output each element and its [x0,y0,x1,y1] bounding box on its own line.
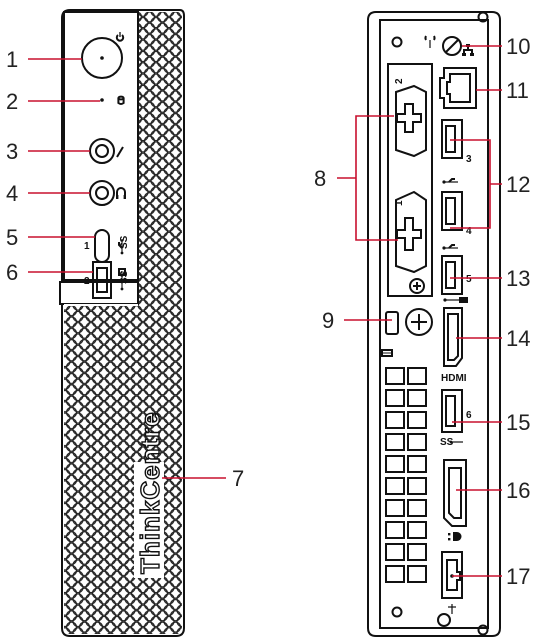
svg-text:SS: SS [119,270,130,284]
callout-12: 12 [506,172,530,197]
slot-lower-number: 1 [394,200,405,206]
rear-view: 2 1 [367,11,501,637]
usb-port-4[interactable] [441,191,463,231]
usb-port-5-number: 5 [466,274,472,285]
power-in-icon [448,604,456,614]
callout-11: 11 [506,78,529,103]
cross-icon-lower [396,217,422,251]
screw-top-right [477,11,489,23]
callout-4: 4 [6,181,18,206]
security-lock-slot[interactable] [385,311,399,335]
bracket-screw [409,278,425,294]
rear-vent-grid [385,367,427,583]
superspeed-usb-icon-rear: SS [440,437,463,448]
callout-5: 5 [6,225,18,250]
front-view: 1 SS 2 SS ThinkCentre [59,9,185,637]
callout-1: 1 [6,47,18,72]
screw-bottom-center [437,613,451,627]
headset-icon [116,187,126,199]
brand-logo: ThinkCentre [134,411,166,578]
callout-13: 13 [506,266,530,291]
usb-icon-3 [442,178,458,184]
screw-hole-bottom [391,606,403,618]
svg-text:SS: SS [119,235,130,249]
charging-usb-icon: SS [118,268,130,291]
usb-port-3[interactable] [441,119,463,159]
callout-10: 10 [506,34,530,59]
callout-15: 15 [506,410,530,435]
lock-icon [381,349,393,357]
power-button[interactable] [81,37,123,79]
rear-chassis [367,11,501,637]
callout-17: 17 [506,564,530,589]
slot-upper-number: 2 [394,78,405,84]
display-slot-lower[interactable] [395,190,427,274]
power-connector[interactable] [441,551,463,599]
screw-hole-top [391,36,403,48]
callout-6: 6 [6,260,18,285]
usb-port-6[interactable] [441,389,463,433]
callout-8: 8 [314,166,326,191]
callout-16: 16 [506,478,530,503]
usb-a-port-front[interactable] [92,261,112,299]
displayport-icon [448,532,462,541]
drive-icon [117,95,125,105]
usb-c-port-number: 1 [84,241,90,252]
drive-activity-led [100,98,104,102]
display-slot-upper[interactable] [395,84,427,158]
screw-bottom-right [477,624,489,636]
callout-7: 7 [232,466,244,491]
usb-icon-4 [442,244,458,250]
svg-text:SS: SS [440,437,454,448]
usb-a-port-number: 2 [84,276,90,287]
smart-power-usb-icon [443,297,468,303]
wifi-antenna-connector[interactable] [442,36,462,56]
thumbscrew [405,308,433,336]
hdmi-label: HDMI [441,373,467,384]
wireless-antenna-icon [424,35,436,48]
expansion-bracket [387,63,433,297]
callout-3: 3 [6,139,18,164]
svg-text:ThinkCentre: ThinkCentre [135,411,165,574]
front-chassis [61,9,185,637]
callout-14: 14 [506,326,530,351]
usb-port-6-number: 6 [466,410,472,421]
callout-9: 9 [322,308,334,333]
callout-2: 2 [6,89,18,114]
usb-port-4-number: 4 [466,226,472,237]
hdmi-port[interactable] [443,307,463,367]
ethernet-port[interactable] [439,67,477,109]
displayport-connector[interactable] [443,459,467,527]
cross-icon-upper [396,103,422,133]
superspeed-usb-icon: SS [118,235,130,255]
microphone-icon [116,146,124,158]
usb-port-3-number: 3 [466,154,472,165]
callout-numbers: 1 2 3 4 5 6 7 8 9 10 11 12 13 14 15 16 1… [6,34,530,589]
usb-port-5[interactable] [441,255,463,295]
leader-lines [28,45,502,577]
power-icon [115,32,125,42]
